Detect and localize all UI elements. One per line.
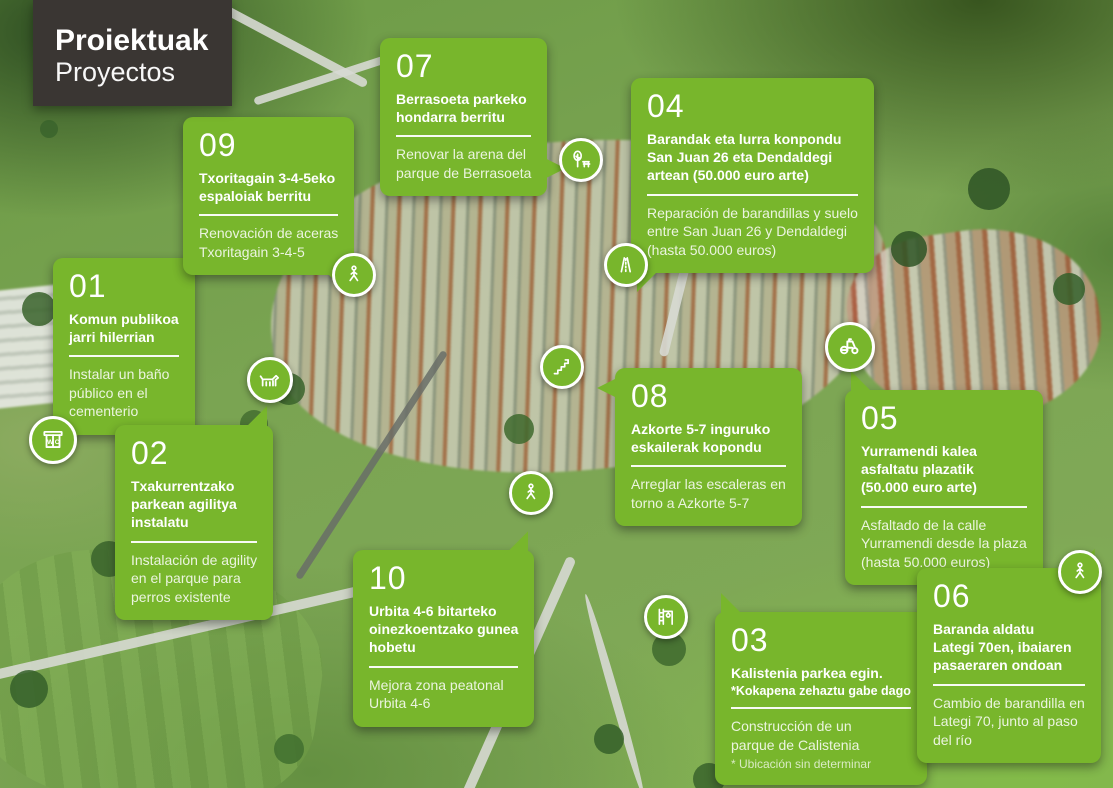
project-title-eu: Komun publikoa jarri hilerrian <box>69 311 179 346</box>
stairs-icon <box>540 345 584 389</box>
calisthenics-icon <box>644 595 688 639</box>
aerial-road <box>581 592 648 788</box>
card-divider <box>131 540 258 543</box>
project-card-01: 01 Komun publikoa jarri hilerrian Instal… <box>53 258 195 454</box>
project-description-es: Mejora zona peatonal Urbita 4-6 <box>369 676 504 712</box>
project-number: 07 <box>396 48 434 84</box>
steamroller-icon <box>825 322 875 372</box>
card-pointer <box>243 406 268 430</box>
card-divider <box>199 214 339 217</box>
project-card-06: 06 Baranda aldatu Lategi 70en, ibaiaren … <box>917 549 1101 763</box>
card-pointer <box>504 531 529 555</box>
project-title-eu: Berrasoeta parkeko hondarra berritu <box>396 91 527 126</box>
project-title-eu: Barandak eta lurra konpondu San Juan 26 … <box>647 131 842 184</box>
svg-text:C: C <box>55 439 60 446</box>
project-card-10: 10 Urbita 4-6 bitarteko oinezkoentzako g… <box>353 531 535 727</box>
road-icon <box>604 243 648 287</box>
page-title-spanish: Proyectos <box>55 57 176 87</box>
project-description-es: Instalar un baño público en el cementeri… <box>69 366 170 420</box>
card-divider <box>861 505 1027 508</box>
project-title-eu: Baranda aldatu Lategi 70en, ibaiaren pas… <box>933 621 1072 674</box>
project-description-es: Arreglar las escaleras en torno a Azkort… <box>631 476 786 511</box>
project-card-02: 02 Txakurrentzako parkean agilitya insta… <box>115 406 274 620</box>
pedestrian-icon <box>332 253 376 297</box>
project-number: 01 <box>69 268 107 304</box>
project-card-08: 08 Azkorte 5-7 inguruko eskailerak kopon… <box>597 368 802 527</box>
project-title-eu: Yurramendi kalea asfaltatu plazatik (50.… <box>861 443 977 496</box>
card-pointer <box>721 593 745 617</box>
project-description-es: Asfaltado de la calle Yurramendi desde l… <box>861 516 1027 570</box>
card-divider <box>69 355 179 358</box>
svg-text:W: W <box>47 439 54 446</box>
poster-header: Proiektuak Proyectos <box>33 0 233 107</box>
project-number: 02 <box>131 435 169 471</box>
card-divider <box>631 465 786 468</box>
pedestrian-icon <box>509 471 553 515</box>
project-description-es: Construcción de un parque de Calistenia <box>731 718 860 753</box>
card-divider <box>369 665 519 668</box>
project-title-note-eu: *Kokapena zehaztu gabe dago <box>731 684 911 699</box>
project-card-05: 05 Yurramendi kalea asfaltatu plazatik (… <box>845 371 1043 585</box>
project-description-es: Renovación de aceras Txoritagain 3-4-5 <box>199 225 339 260</box>
project-description-es: Instalación de agility en el parque para… <box>131 551 258 605</box>
project-description-es: Cambio de barandilla en Lategi 70, junto… <box>933 694 1085 748</box>
project-number: 06 <box>933 578 971 614</box>
project-number: 10 <box>369 560 407 596</box>
project-description-es: Reparación de barandillas y suelo entre … <box>647 204 858 258</box>
project-card-09: 09 Txoritagain 3-4-5eko espaloiak berrit… <box>183 117 355 295</box>
project-number: 09 <box>199 127 237 163</box>
park-tree-icon <box>559 138 603 182</box>
project-description-note-es: * Ubicación sin determinar <box>731 757 872 772</box>
card-divider <box>731 707 911 710</box>
project-title-eu: Kalistenia parkea egin. <box>731 665 883 681</box>
dog-agility-icon <box>247 357 293 403</box>
aerial-trees-cluster <box>40 120 58 138</box>
project-description-es: Renovar la arena del parque de Berrasoet… <box>396 146 532 181</box>
project-title-eu: Txoritagain 3-4-5eko espaloiak berritu <box>199 170 336 205</box>
project-card-04: 04 Barandak eta lurra konpondu San Juan … <box>631 78 874 292</box>
project-number: 03 <box>731 622 769 658</box>
project-number: 05 <box>861 400 899 436</box>
page-title-basque: Proiektuak <box>55 24 209 57</box>
project-number: 04 <box>647 88 685 124</box>
pedestrian-icon <box>1058 550 1102 594</box>
card-divider <box>396 135 532 138</box>
project-number: 08 <box>631 378 669 414</box>
project-title-eu: Urbita 4-6 bitarteko oinezkoentzako gune… <box>369 603 519 656</box>
project-card-03: 03 Kalistenia parkea egin. *Kokapena zeh… <box>715 593 927 786</box>
wc-icon: W C <box>29 416 77 464</box>
project-card-07: 07 Berrasoeta parkeko hondarra berritu R… <box>380 38 566 197</box>
card-divider <box>647 193 858 196</box>
project-title-eu: Txakurrentzako parkean agilitya instalat… <box>131 478 237 531</box>
card-divider <box>933 683 1085 686</box>
project-title-eu: Azkorte 5-7 inguruko eskailerak kopondu <box>631 421 771 456</box>
